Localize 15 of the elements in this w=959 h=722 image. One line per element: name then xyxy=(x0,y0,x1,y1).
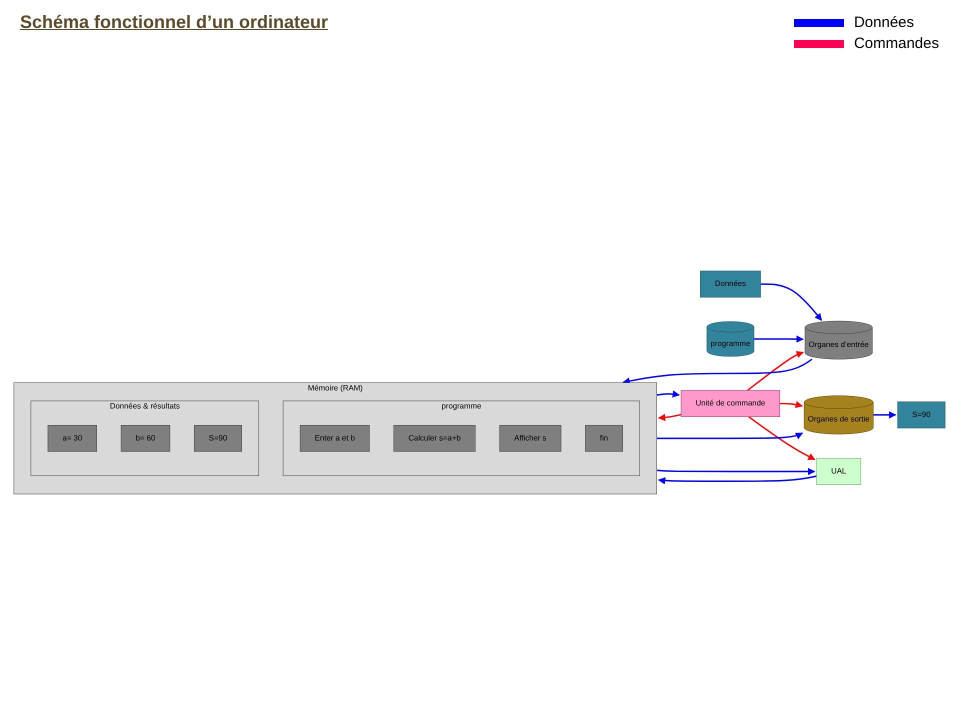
arrow xyxy=(873,411,896,419)
legend-label: Données xyxy=(854,14,914,31)
arrow xyxy=(780,400,803,408)
arrow xyxy=(658,414,682,422)
arrow xyxy=(656,468,816,476)
arrow xyxy=(748,416,816,460)
arrow xyxy=(656,432,804,440)
diagram-title: Schéma fonctionnel d’un ordinateur xyxy=(20,12,328,33)
arrow xyxy=(754,335,804,343)
legend-label: Commandes xyxy=(854,35,939,52)
arrow xyxy=(622,358,812,385)
arrow xyxy=(658,475,817,484)
arrow xyxy=(760,283,822,321)
arrow xyxy=(656,390,680,398)
arrow xyxy=(747,351,804,392)
